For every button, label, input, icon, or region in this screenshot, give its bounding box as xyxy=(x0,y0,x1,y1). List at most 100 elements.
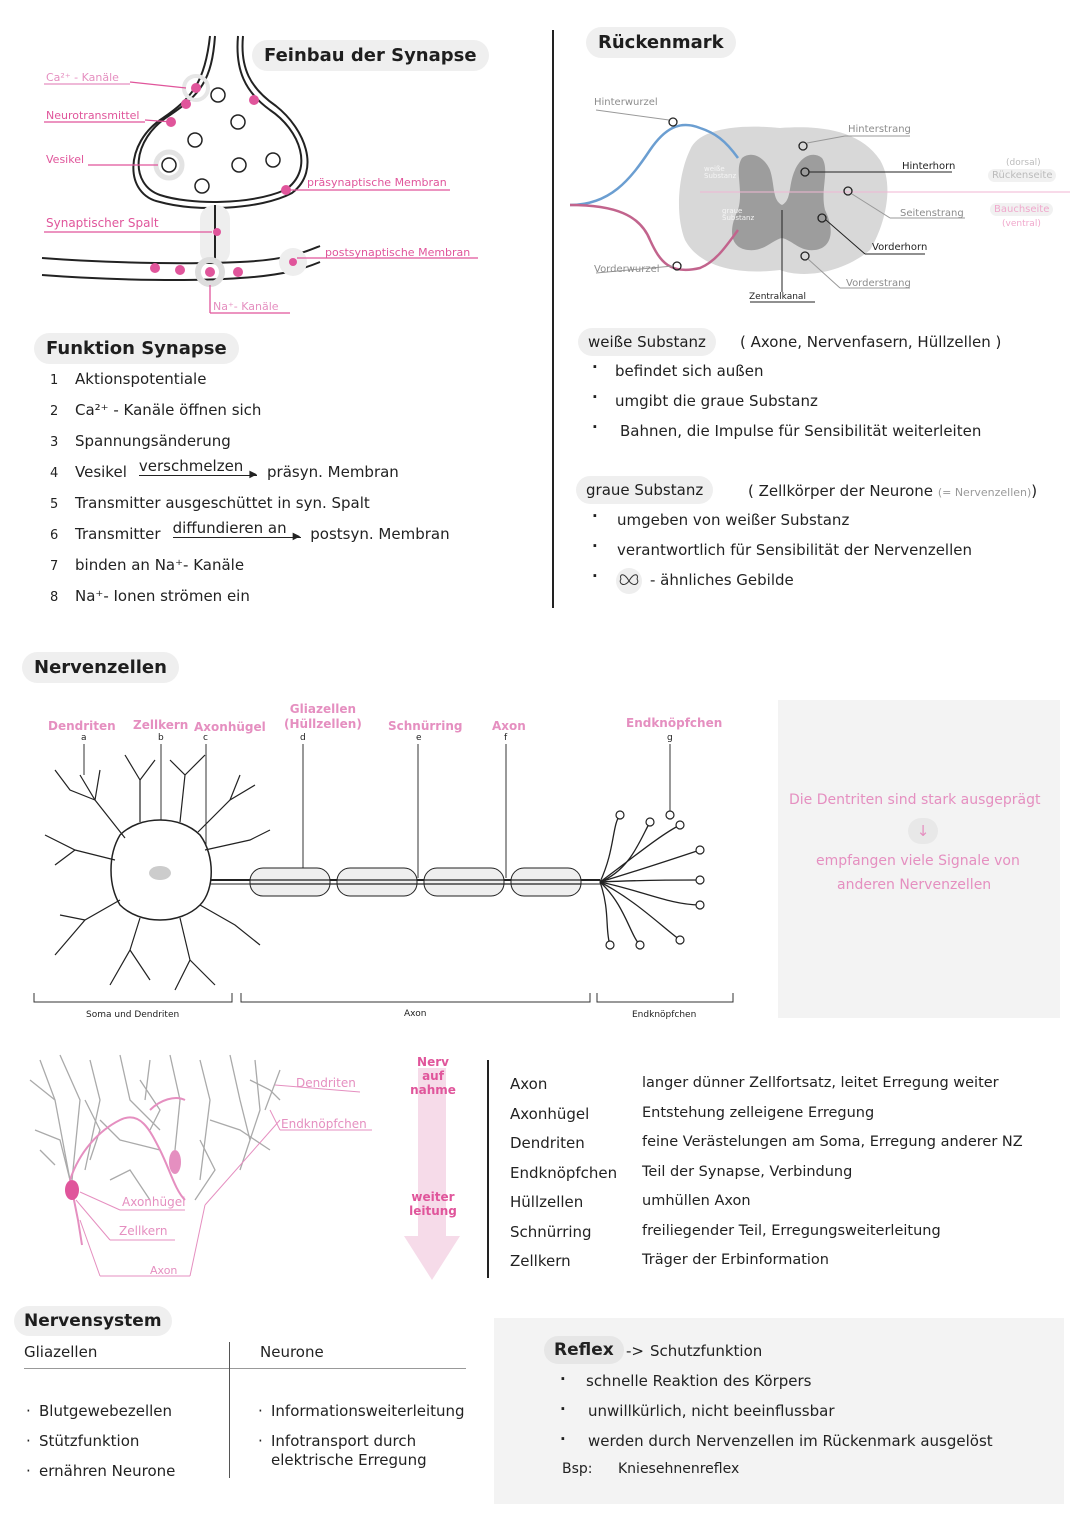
label-gliazellen-l2: (Hüllzellen) xyxy=(284,717,362,731)
rueckenmark-title: Rückenmark xyxy=(586,27,736,58)
weisse-item: umgibt die graue Substanz xyxy=(615,392,818,410)
funktion-item-text: Vesikel xyxy=(75,463,127,481)
sketch-label-dendriten: Dendriten xyxy=(296,1076,356,1090)
nervenzellen-title: Nervenzellen xyxy=(22,652,179,683)
letter-e: e xyxy=(416,733,422,743)
letter-d: d xyxy=(300,733,306,743)
gliazellen-item: Blutgewebezellen xyxy=(39,1402,173,1420)
glossar-term: Axonhügel xyxy=(510,1104,590,1123)
sketch-label-endknoepfchen: Endknöpfchen xyxy=(281,1117,367,1131)
letter-f: f xyxy=(504,733,508,743)
letter-b: b xyxy=(158,733,164,743)
funktion-number: 7 xyxy=(50,559,59,574)
label-hinterstrang: Hinterstrang xyxy=(848,124,911,135)
graue-paren-close: ) xyxy=(1031,482,1038,500)
rueckenmark-diagram xyxy=(569,109,1070,303)
letter-a: a xyxy=(81,733,87,743)
funktion-number: 3 xyxy=(50,435,59,450)
glossar-definition: umhüllen Axon xyxy=(642,1193,751,1209)
arrow-bot-2: leitung xyxy=(409,1204,457,1218)
neuron-sketch xyxy=(29,1054,489,1280)
weisse-item: Bahnen, die Impulse für Sensibilität wei… xyxy=(620,422,982,440)
funktion-number: 6 xyxy=(50,528,59,543)
glossar-definition: Teil der Synapse, Verbindung xyxy=(642,1163,853,1180)
col-neurone-header: Neurone xyxy=(260,1343,324,1361)
neurone-item: Informationsweiterleitung xyxy=(271,1402,465,1420)
label-ventral: (ventral) xyxy=(1002,219,1041,229)
bullet-dot: · xyxy=(560,1430,566,1448)
glossar-term: Endknöpfchen xyxy=(510,1163,618,1182)
label-synaptischer-spalt: Synaptischer Spalt xyxy=(46,216,159,230)
funktion-number: 4 xyxy=(50,466,59,481)
label-graue-substanz-diagram: graue Substanz xyxy=(722,207,755,222)
funktion-item-text: Spannungsänderung xyxy=(75,432,231,450)
reflex-title: Reflex xyxy=(544,1336,624,1364)
label-postsynaptische-membran: postsynaptische Membran xyxy=(325,246,471,259)
glossar-term: Schnürring xyxy=(510,1222,592,1241)
label-seitenstrang: Seitenstrang xyxy=(900,208,964,219)
label-neurotransmittel: Neurotransmittel xyxy=(46,109,140,122)
glossar-term: Axon xyxy=(510,1075,548,1093)
funktion-item-result: postsyn. Membran xyxy=(310,525,450,543)
label-dendriten-text: Dendriten xyxy=(48,719,116,733)
graue-item: umgeben von weißer Substanz xyxy=(617,511,850,529)
funktion-item: Ca²⁺ - Kanäle öffnen sich xyxy=(75,401,261,419)
arrow-right-icon: ▶ xyxy=(249,469,258,480)
graue-paren-small: (= Nervenzellen) xyxy=(937,486,1032,499)
bullet-dot: · xyxy=(26,1462,31,1480)
synapse-diagram xyxy=(41,35,478,314)
funktion-number: 5 xyxy=(50,497,59,512)
glossar-definition: freiliegender Teil, Erregungsweiterleitu… xyxy=(642,1222,941,1239)
label-endknoepfchen-bottom: Endknöpfchen xyxy=(632,1010,697,1020)
reflex-arrow: -> xyxy=(626,1342,644,1360)
nervensystem-title: Nervensystem xyxy=(14,1306,172,1336)
bullet-dot: · xyxy=(592,418,598,436)
letter-g: g xyxy=(667,733,673,743)
label-vorderhorn: Vorderhorn xyxy=(872,242,928,253)
funktion-item: Transmitter ausgeschüttet in syn. Spalt xyxy=(75,494,370,512)
reflex-item: unwillkürlich, nicht beeinflussbar xyxy=(588,1402,835,1420)
arrow-label-weiterleitung: weiter leitung xyxy=(400,1190,466,1218)
weisse-item: befindet sich außen xyxy=(615,362,764,380)
bullet-dot: · xyxy=(592,567,598,585)
note-line2: empfangen viele Signale von xyxy=(816,853,1020,869)
glossar-definition: Entstehung zelleigene Erregung xyxy=(642,1104,875,1121)
label-hinterhorn: Hinterhorn xyxy=(902,161,956,172)
note-line1: Die Dentriten sind stark ausgeprägt xyxy=(789,792,1041,808)
sketch-label-axonhuegel: Axonhügel xyxy=(122,1195,186,1209)
label-praesynaptische-membran: präsynaptische Membran xyxy=(307,176,447,189)
graue-substanz-title: graue Substanz xyxy=(576,476,714,504)
divider-vertical-top xyxy=(552,30,554,608)
reflex-sub: Schutzfunktion xyxy=(650,1342,763,1360)
glossar-definition: Träger der Erbinformation xyxy=(642,1252,829,1268)
weisse-substanz-paren: ( Axone, Nervenfasern, Hüllzellen ) xyxy=(740,333,1002,351)
arrow-bot-1: weiter xyxy=(411,1190,455,1204)
sketch-label-axon: Axon xyxy=(150,1264,178,1277)
arrow-top-3: nahme xyxy=(410,1083,456,1097)
funktion-item-text: Aktionspotentiale xyxy=(75,370,207,388)
funktion-item-result: präsyn. Membran xyxy=(267,463,399,481)
bullet-dot: · xyxy=(258,1432,263,1450)
reflex-bsp-label: Bsp: xyxy=(562,1461,593,1477)
label-axonhuegel-top: Axonhügel xyxy=(194,720,266,734)
col-gliazellen-header: Gliazellen xyxy=(24,1343,98,1361)
sketch-label-zellkern: Zellkern xyxy=(119,1224,168,1238)
synapse-title: Feinbau der Synapse xyxy=(252,40,489,71)
funktion-number: 2 xyxy=(50,404,59,419)
graue-paren-main: ( Zellkörper der Neurone xyxy=(748,482,934,500)
funktion-item-text: Na⁺- Ionen strömen ein xyxy=(75,587,250,605)
glossar-definition: langer dünner Zellfortsatz, leitet Erreg… xyxy=(642,1075,999,1091)
funktion-item: Na⁺- Ionen strömen ein xyxy=(75,587,250,605)
label-vesikel: Vesikel xyxy=(46,153,85,166)
funktion-item-text: binden an Na⁺- Kanäle xyxy=(75,556,245,574)
gliazellen-item: Stützfunktion xyxy=(39,1432,140,1450)
gliazellen-item: ernähren Neurone xyxy=(39,1462,176,1480)
glossar-term: Dendriten xyxy=(510,1134,585,1152)
label-schnuerring-top: Schnürring xyxy=(388,719,463,733)
letter-c: c xyxy=(203,733,208,743)
label-gliazellen-top: Gliazellen (Hüllzellen) xyxy=(284,702,362,732)
bullet-dot: · xyxy=(560,1400,566,1418)
arrow-top-2: auf xyxy=(422,1069,444,1083)
